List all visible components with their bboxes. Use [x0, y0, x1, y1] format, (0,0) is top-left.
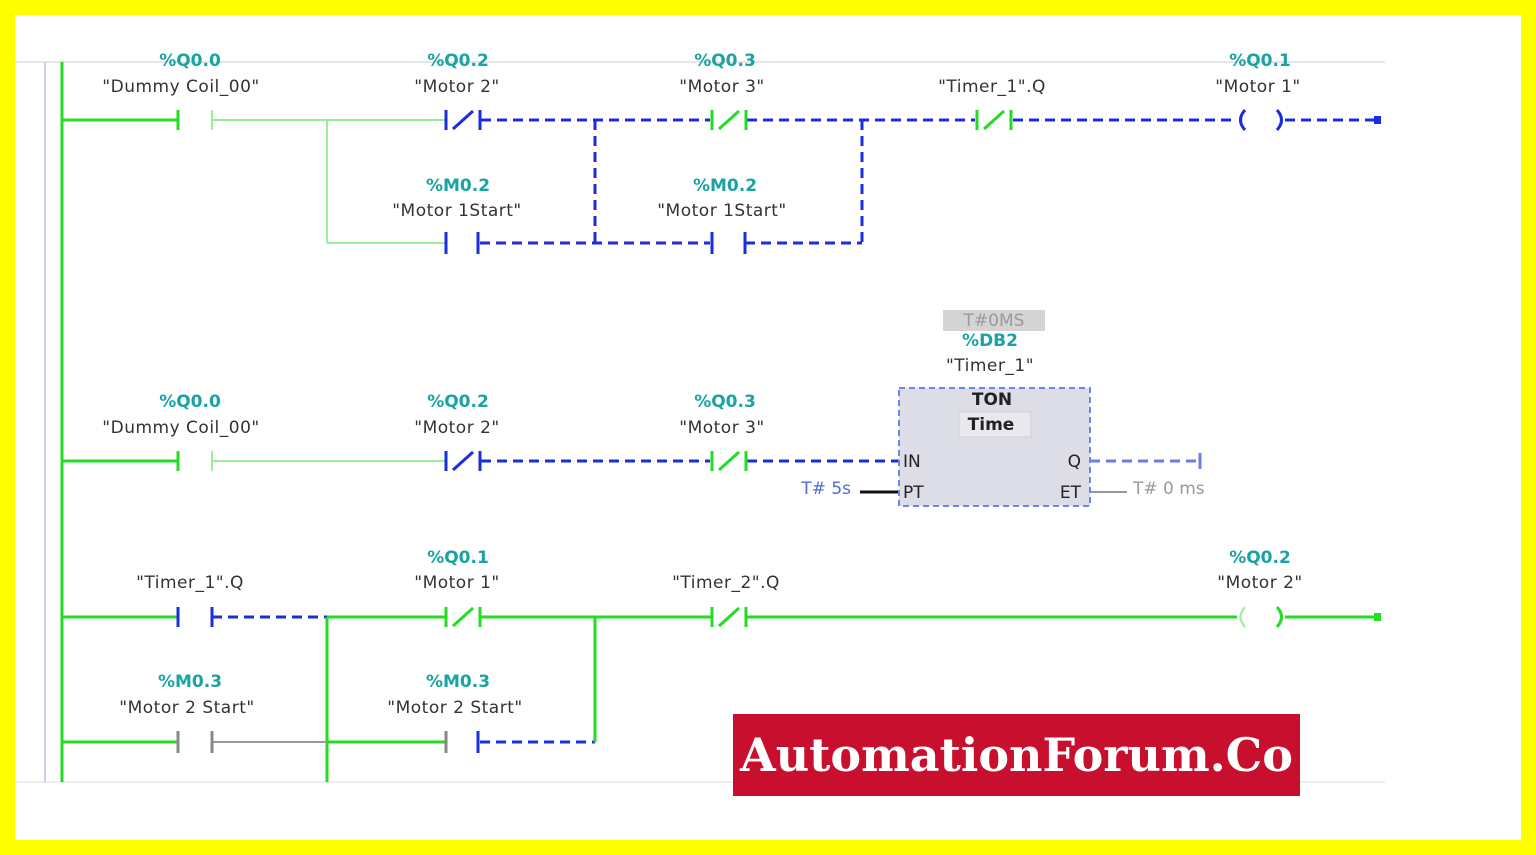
contact-dummy-coil-00[interactable]: %Q0.0 "Dummy Coil_00": [102, 392, 259, 471]
ladder-diagram: %Q0.0 "Dummy Coil_00" %Q0.2 "Motor 2" %Q…: [15, 51, 1385, 783]
contact-tag: "Motor 1": [414, 573, 499, 593]
nc-contact-timer-2-q[interactable]: "Timer_2".Q: [672, 573, 780, 628]
contact-motor-1-start-b[interactable]: %M0.2 "Motor 1Start": [657, 176, 787, 254]
timer-status-box: [943, 310, 1045, 331]
contact-tag: "Timer_1".Q: [136, 573, 244, 593]
contact-tag: "Motor 1Start": [392, 201, 522, 221]
timer-pin-et: ET: [1060, 483, 1082, 503]
ladder-editor-canvas: %Q0.0 "Dummy Coil_00" %Q0.2 "Motor 2" %Q…: [15, 15, 1521, 840]
contact-motor-2-start-b[interactable]: %M0.3 "Motor 2 Start": [387, 672, 522, 753]
timer-pt-value[interactable]: T# 5s: [800, 479, 851, 499]
watermark-text: AutomationForum.Co: [740, 728, 1293, 782]
contact-address: %Q0.2: [427, 392, 489, 412]
contact-address: %M0.3: [426, 672, 490, 692]
coil-motor-1[interactable]: %Q0.1 "Motor 1": [1215, 51, 1300, 132]
contact-tag: "Motor 2 Start": [119, 698, 254, 718]
timer-pin-pt: PT: [903, 483, 924, 503]
contact-address: %M0.2: [426, 176, 490, 196]
watermark-banner: AutomationForum.Co: [733, 714, 1300, 796]
timer-status-value: T#0MS: [963, 311, 1025, 331]
contact-address: %Q0.3: [694, 392, 756, 412]
contact-tag: "Motor 2 Start": [387, 698, 522, 718]
coil-tag: "Motor 1": [1215, 77, 1300, 97]
nc-contact-motor-3[interactable]: %Q0.3 "Motor 3": [679, 392, 764, 472]
timer-et-value: T# 0 ms: [1132, 479, 1205, 499]
coil-address: %Q0.2: [1229, 548, 1291, 568]
coil-motor-2[interactable]: %Q0.2 "Motor 2": [1217, 548, 1302, 629]
contact-tag: "Timer_1".Q: [938, 77, 1046, 97]
contact-timer-1-q[interactable]: "Timer_1".Q: [136, 573, 244, 627]
nc-contact-motor-1[interactable]: %Q0.1 "Motor 1": [414, 548, 499, 628]
contact-motor-2-start-a[interactable]: %M0.3 "Motor 2 Start": [119, 672, 254, 753]
contact-tag: "Motor 2": [414, 77, 499, 97]
timer-ton-block[interactable]: T#0MS %DB2 "Timer_1" TON Time IN PT Q ET…: [800, 310, 1205, 507]
contact-tag: "Motor 1Start": [657, 201, 787, 221]
contact-motor-1-start-a[interactable]: %M0.2 "Motor 1Start": [392, 176, 522, 254]
nc-contact-motor-3[interactable]: %Q0.3 "Motor 3": [679, 51, 764, 131]
contact-tag: "Motor 3": [679, 77, 764, 97]
contact-address: %Q0.0: [159, 51, 221, 71]
contact-tag: "Timer_2".Q: [672, 573, 780, 593]
contact-tag: "Dummy Coil_00": [102, 418, 259, 438]
contact-address: %Q0.2: [427, 51, 489, 71]
nc-contact-motor-2[interactable]: %Q0.2 "Motor 2": [414, 392, 499, 472]
timer-box[interactable]: [898, 387, 1091, 507]
contact-address: %Q0.1: [427, 548, 489, 568]
timer-type: TON: [972, 390, 1012, 410]
timer-subtype: Time: [968, 415, 1015, 435]
coil-address: %Q0.1: [1229, 51, 1291, 71]
nc-contact-timer-1-q[interactable]: "Timer_1".Q: [938, 77, 1046, 131]
network-3: "Timer_1".Q %Q0.1 "Motor 1" "Timer_2".Q …: [62, 548, 1381, 782]
contact-dummy-coil-00[interactable]: %Q0.0 "Dummy Coil_00": [102, 51, 259, 130]
timer-pin-in: IN: [903, 452, 921, 472]
rung-end-marker: [1374, 613, 1381, 621]
coil-tag: "Motor 2": [1217, 573, 1302, 593]
timer-instance-tag: "Timer_1": [946, 356, 1034, 376]
contact-address: %M0.3: [158, 672, 222, 692]
timer-pin-q: Q: [1068, 452, 1081, 472]
contact-tag: "Motor 2": [414, 418, 499, 438]
timer-instance-db: %DB2: [962, 331, 1018, 351]
contact-address: %Q0.3: [694, 51, 756, 71]
contact-tag: "Dummy Coil_00": [102, 77, 259, 97]
rung-end-marker: [1374, 116, 1381, 124]
nc-contact-motor-2[interactable]: %Q0.2 "Motor 2": [414, 51, 499, 131]
contact-address: %M0.2: [693, 176, 757, 196]
network-2: %Q0.0 "Dummy Coil_00" %Q0.2 "Motor 2" %Q…: [62, 310, 1205, 507]
contact-tag: "Motor 3": [679, 418, 764, 438]
network-1: %Q0.0 "Dummy Coil_00" %Q0.2 "Motor 2" %Q…: [62, 51, 1381, 254]
contact-address: %Q0.0: [159, 392, 221, 412]
